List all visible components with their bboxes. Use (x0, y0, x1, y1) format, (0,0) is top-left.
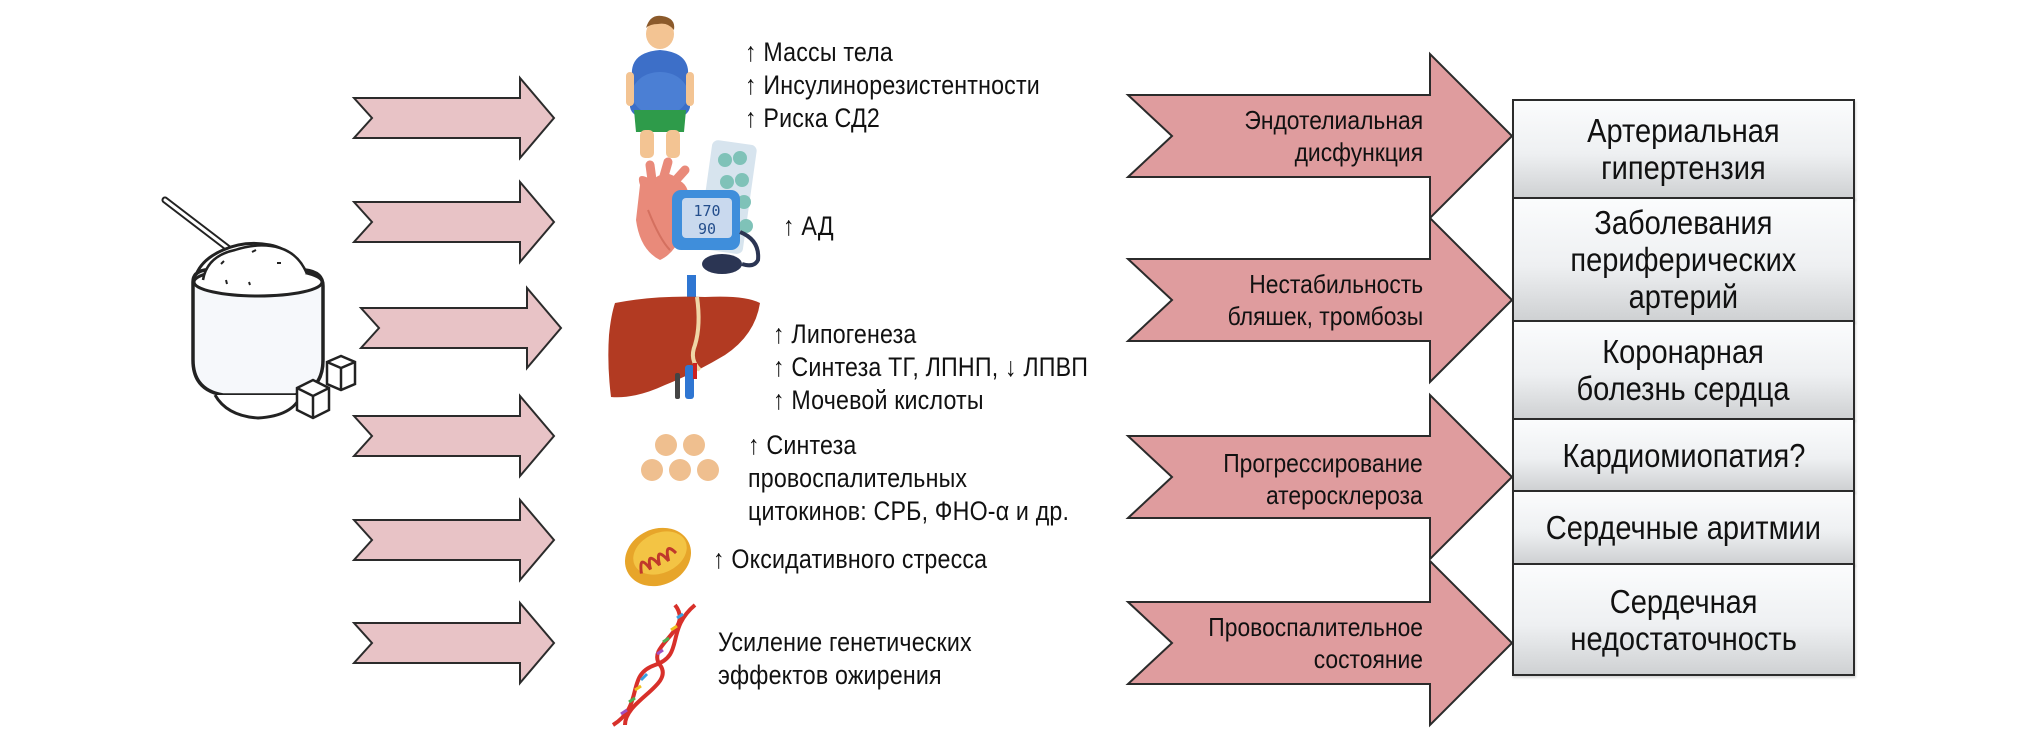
effect-icon-1: 170 90 (630, 140, 780, 280)
effect-line: цитокинов: СРБ, ФНО-α и др. (748, 496, 1070, 526)
outcome-line: Сердечные аритмии (1545, 509, 1822, 546)
effect-text-0: ↑ Массы тела ↑ Инсулинорезистентности ↑ … (745, 36, 1040, 135)
effect-icon-4 (618, 515, 698, 595)
mitochondrion-icon (624, 527, 692, 587)
mechanism-line: Провоспалительное (1208, 612, 1423, 642)
effect-line: ↑ Риска СД2 (745, 103, 880, 133)
mechanism-label-0: Эндотелиальная дисфункция (1244, 104, 1423, 168)
effect-icon-2 (605, 275, 765, 405)
dna-helix-icon (611, 603, 697, 727)
small-arrow-3 (351, 393, 556, 479)
effect-line: ↑ Массы тела (745, 37, 893, 67)
effect-text-2: ↑ Липогенеза ↑ Синтеза ТГ, ЛПНП, ↓ ЛПВП … (773, 318, 1088, 417)
mechanism-line: Эндотелиальная (1244, 105, 1423, 135)
small-arrow-5 (351, 600, 556, 686)
effect-line: ↑ АД (783, 211, 834, 241)
outcome-line: периферических (1570, 241, 1797, 278)
mechanism-arrow-0 (1125, 51, 1514, 221)
small-arrow-1 (351, 179, 556, 265)
mechanism-line: Нестабильность (1249, 269, 1423, 299)
fat-cells-icon (641, 434, 719, 481)
mechanism-label-1: Нестабильность бляшек, тромбозы (1227, 268, 1423, 332)
outcome-line: гипертензия (1601, 149, 1766, 186)
mechanism-arrow-1 (1125, 215, 1514, 385)
outcome-line: артерий (1628, 278, 1739, 315)
effect-line: ↑ Мочевой кислоты (773, 385, 984, 415)
liver-icon (608, 275, 760, 399)
sugar-bowl (155, 190, 405, 450)
outcome-line: болезнь сердца (1576, 370, 1791, 407)
outcome-line: Артериальная (1587, 112, 1780, 149)
effect-line: эффектов ожирения (718, 660, 942, 690)
effect-icon-5 (605, 600, 705, 730)
outcome-line: Коронарная (1602, 333, 1765, 370)
effect-text-3: ↑ Синтеза провоспалительных цитокинов: С… (748, 429, 1069, 528)
outcome-line: недостаточность (1570, 619, 1797, 657)
effect-line: ↑ Липогенеза (773, 319, 917, 349)
mechanism-arrow-2 (1125, 392, 1514, 562)
effect-line: ↑ Синтеза (748, 430, 857, 460)
effect-text-1: ↑ АД (783, 210, 834, 243)
effect-text-4: ↑ Оксидативного стресса (713, 543, 987, 576)
heart-blood-pressure-monitor-icon: 170 90 (636, 140, 761, 274)
effect-text-5: Усиление генетических эффектов ожирения (718, 626, 972, 692)
outcome-line: Заболевания (1594, 204, 1773, 241)
outcome-line: Сердечная (1609, 582, 1758, 620)
small-arrow-0 (351, 75, 556, 161)
mechanism-arrow-3 (1125, 558, 1514, 728)
small-arrow-2 (358, 285, 563, 371)
effect-icon-3 (636, 430, 726, 490)
effect-line: ↑ Инсулинорезистентности (745, 70, 1040, 100)
small-arrow-4 (351, 497, 556, 583)
mechanism-label-3: Провоспалительное состояние (1208, 611, 1423, 675)
outcome-box-4: Сердечные аритмии (1512, 490, 1855, 565)
mechanism-line: дисфункция (1294, 137, 1423, 167)
outcome-line: Кардиомиопатия? (1562, 436, 1805, 474)
mechanism-line: Прогрессирование (1223, 448, 1423, 478)
monitor-readout-systolic: 170 (693, 202, 720, 220)
mechanism-line: состояние (1313, 644, 1423, 674)
monitor-readout-diastolic: 90 (698, 220, 716, 238)
effect-line: ↑ Синтеза ТГ, ЛПНП, ↓ ЛПВП (773, 352, 1089, 382)
outcome-box-3: Кардиомиопатия? (1512, 418, 1855, 492)
effect-icon-0 (620, 12, 700, 162)
effect-line: провоспалительных (748, 463, 968, 493)
mechanism-label-2: Прогрессирование атеросклероза (1223, 447, 1423, 511)
mechanism-line: атеросклероза (1266, 480, 1423, 510)
obese-person-icon (626, 15, 694, 158)
effect-line: Усиление генетических (718, 627, 972, 657)
effect-line: ↑ Оксидативного стресса (713, 544, 988, 574)
mechanism-line: бляшек, тромбозы (1227, 301, 1423, 331)
sugar-bowl-icon (161, 196, 357, 420)
